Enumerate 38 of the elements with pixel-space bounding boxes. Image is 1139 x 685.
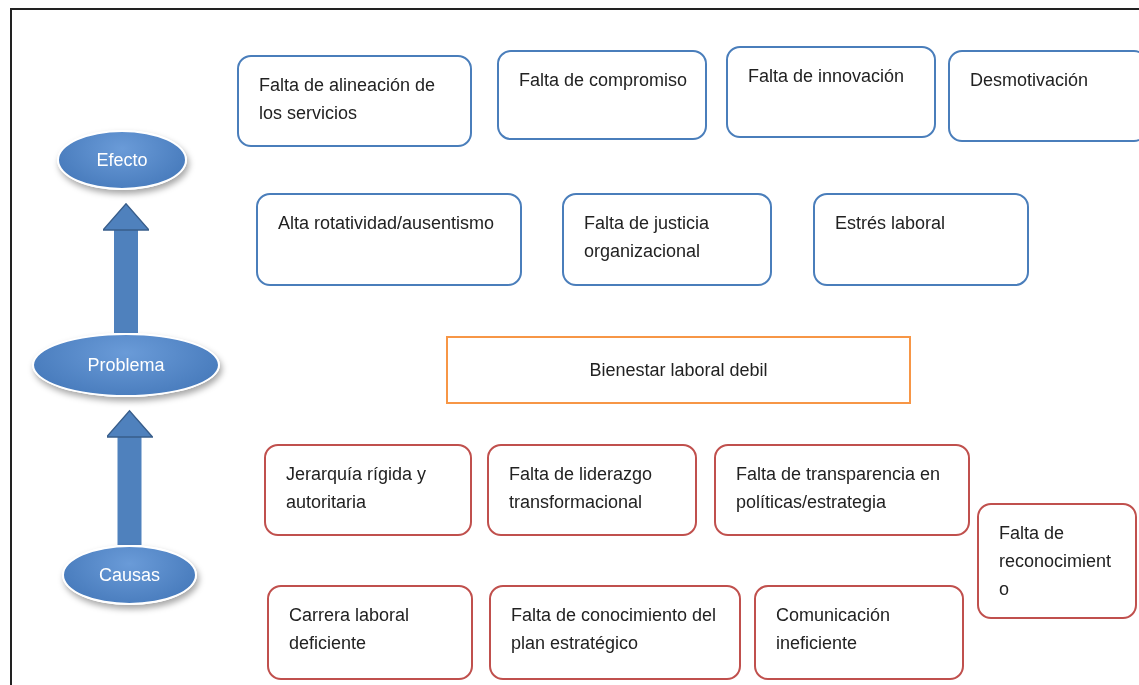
level-ellipse bbox=[57, 130, 187, 190]
node-text: Comunicación ineficiente bbox=[776, 604, 892, 655]
node-text: Falta de reconocimiento bbox=[999, 522, 1113, 601]
node-text: Falta de innovación bbox=[748, 65, 905, 88]
cause-box bbox=[264, 444, 472, 536]
node-text: Falta de justicia organizacional bbox=[584, 212, 711, 263]
level-ellipse bbox=[62, 545, 197, 605]
node-text: Carrera laboral deficiente bbox=[289, 604, 411, 655]
problem-box bbox=[446, 336, 911, 404]
effect-box bbox=[256, 193, 522, 286]
node-text: Estrés laboral bbox=[835, 212, 946, 235]
cause-box bbox=[267, 585, 473, 680]
block-arrow bbox=[105, 410, 154, 545]
level-ellipse bbox=[32, 333, 220, 397]
node-text: Falta de conocimiento del plan estratégico bbox=[511, 604, 718, 655]
node-text: Falta de compromiso bbox=[519, 69, 688, 92]
cause-box bbox=[714, 444, 970, 536]
node-text: Problema bbox=[87, 354, 165, 376]
cause-box bbox=[489, 585, 741, 680]
cause-box bbox=[487, 444, 697, 536]
node-text: Falta de liderazgo transformacional bbox=[509, 463, 654, 514]
effect-box bbox=[813, 193, 1029, 286]
effect-box bbox=[726, 46, 936, 138]
effect-box bbox=[497, 50, 707, 140]
effect-box bbox=[562, 193, 772, 286]
node-text: Falta de transparencia en políticas/estrategia bbox=[736, 463, 942, 514]
effect-box bbox=[948, 50, 1139, 142]
node-text: Alta rotatividad/ausentismo bbox=[278, 212, 495, 235]
cause-box bbox=[977, 503, 1137, 619]
node-text: Desmotivación bbox=[970, 69, 1089, 92]
node-text: Causas bbox=[99, 564, 160, 586]
block-arrow bbox=[102, 203, 150, 333]
node-text: Bienestar laboral debil bbox=[589, 359, 768, 382]
node-text: Jerarquía rígida y autoritaria bbox=[286, 463, 428, 514]
cause-box bbox=[754, 585, 964, 680]
node-text: Falta de alineación de los servicios bbox=[259, 74, 437, 125]
effect-box bbox=[237, 55, 472, 147]
node-text: Efecto bbox=[96, 149, 148, 171]
